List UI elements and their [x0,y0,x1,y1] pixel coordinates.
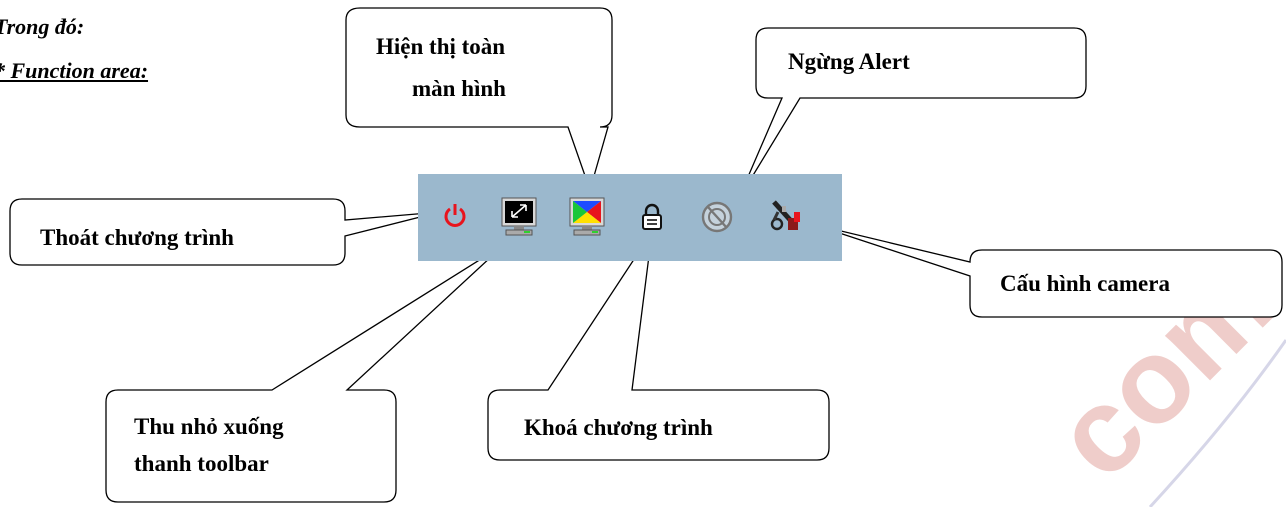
callout-stop-alert-bubble [737,27,1087,201]
function-toolbar [418,174,842,261]
callout-lock-label: Khoá chương trình [524,415,713,440]
callout-fullscreen-bubble [345,7,613,193]
callout-fullscreen-line2: màn hình [412,76,506,101]
callout-exit-bubble [9,198,441,266]
heading-trong-do: Trong đó: [0,14,85,39]
callout-minimize-line2: thanh toolbar [134,451,269,476]
callout-minimize-bubble [105,243,506,503]
callout-fullscreen-line1: Hiện thị toàn [376,34,506,59]
callout-minimize-line1: Thu nhỏ xuống [134,414,284,439]
fullscreen-monitor-icon[interactable] [568,196,608,238]
callout-stop-alert-label: Ngừng Alert [788,49,910,74]
power-icon[interactable] [442,202,468,230]
callout-camera-label: Cấu hình camera [1000,271,1170,296]
callout-lock-bubble [487,231,830,461]
callout-camera-bubble [811,223,1283,318]
alert-off-icon[interactable] [700,200,734,234]
heading-function-area: * Function area: [0,58,149,83]
lock-icon[interactable] [640,202,664,232]
minimize-monitor-icon[interactable] [500,196,540,238]
callout-exit-label: Thoát chương trình [40,225,234,250]
camera-settings-icon[interactable] [768,198,804,234]
